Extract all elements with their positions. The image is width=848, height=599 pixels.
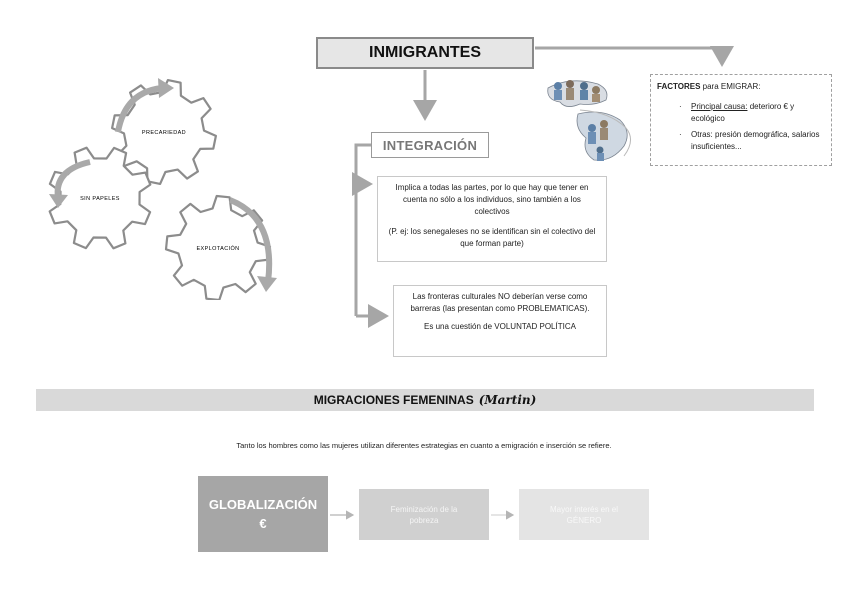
integration-box-fronteras: Las fronteras culturales NO deberían ver…	[393, 285, 607, 357]
migraciones-title: MIGRACIONES FEMENINAS	[313, 393, 474, 407]
cycle-arrow-right-head	[257, 276, 277, 292]
arrow-to-factores	[535, 46, 734, 67]
feminizacion-line1: Feminización de la	[390, 504, 458, 514]
box2-policy: Es una cuestión de VOLUNTAD POLÍTICA	[424, 322, 576, 331]
integracion-bracket	[354, 143, 371, 316]
factores-box: FACTORES para EMIGRAR: Principal causa: …	[650, 74, 832, 166]
box1-text: Implica a todas las partes, por lo que h…	[395, 183, 589, 216]
factores-heading-rest: para EMIGRAR:	[700, 82, 761, 91]
gear-label-sin-papeles: SIN PAPELES	[80, 196, 120, 202]
factores-heading-bold: FACTORES	[657, 82, 701, 91]
factores-main-cause: Principal causa: deterioro € y ecológico	[657, 101, 825, 125]
gear-label-precariedad: PRECARIEDAD	[142, 130, 186, 136]
genero-line1: Mayor interés en el	[549, 504, 619, 514]
cycle-arrow-left-head	[49, 194, 68, 208]
migraciones-header: MIGRACIONES FEMENINAS (Martin)	[36, 389, 814, 411]
box2-text: Las fronteras culturales NO deberían ver…	[410, 292, 590, 313]
gear-cycle: PRECARIEDAD SIN PAPELES EXPLOTACIÓN	[48, 78, 277, 300]
genero-line2: GÉNERO	[566, 515, 602, 525]
factores-main-text: deterioro € y ecológico	[691, 102, 795, 123]
genero-box: Mayor interés en el GÉNERO	[519, 489, 649, 540]
gear-label-explotacion: EXPLOTACIÓN	[196, 245, 239, 252]
migraciones-author: (Martin)	[478, 393, 537, 407]
factores-other-causes: Otras: presión demográfica, salarios ins…	[657, 129, 825, 153]
cycle-arrow-left	[54, 159, 91, 199]
factores-heading: FACTORES para EMIGRAR:	[657, 81, 825, 93]
cycle-arrow-top	[115, 85, 163, 133]
feminizacion-line2: pobreza	[409, 515, 439, 525]
migraciones-sentence: Tanto los hombres como las mujeres utili…	[236, 441, 612, 450]
inmigrantes-title: INMIGRANTES	[316, 37, 534, 69]
globalizacion-symbol: €	[259, 516, 267, 531]
gear-explotacion	[164, 194, 272, 300]
globalizacion-title: GLOBALIZACIÓN	[208, 497, 318, 512]
box1-example: (P. ej: los senegaleses no se identifica…	[388, 227, 596, 248]
factores-main-label: Principal causa:	[691, 102, 748, 111]
migrants-map-illustration	[547, 80, 631, 161]
integration-box-colectivos: Implica a todas las partes, por lo que h…	[377, 176, 607, 262]
globalizacion-box: GLOBALIZACIÓN €	[198, 476, 328, 552]
cycle-arrow-right	[228, 197, 273, 283]
feminizacion-box: Feminización de la pobreza	[359, 489, 489, 540]
gear-precariedad	[111, 79, 217, 185]
cycle-arrow-top-head	[158, 78, 174, 98]
integracion-title: INTEGRACIÓN	[371, 132, 489, 158]
